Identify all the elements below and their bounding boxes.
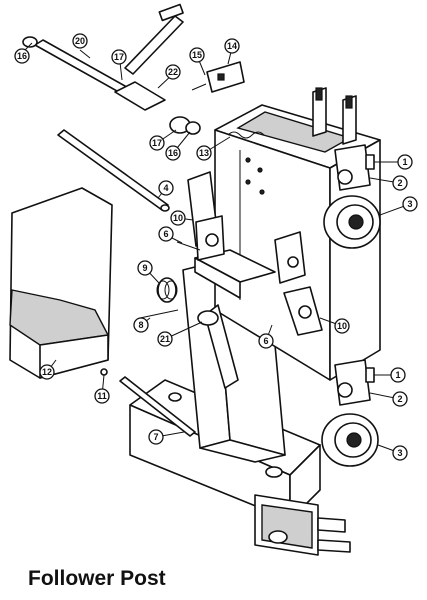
svg-text:7: 7 (153, 432, 158, 442)
svg-text:14: 14 (227, 41, 237, 51)
callout-8: 8 (133, 317, 149, 333)
svg-text:10: 10 (173, 213, 183, 223)
svg-text:11: 11 (97, 391, 107, 401)
callout-10: 10 (334, 318, 350, 334)
callout-17: 17 (111, 49, 127, 65)
callout-6: 6 (158, 226, 174, 242)
svg-text:17: 17 (152, 138, 162, 148)
callout-9: 9 (137, 260, 153, 276)
callout-13: 13 (196, 145, 212, 161)
spring-9 (156, 277, 178, 303)
callout-labels: 16 20 17 22 15 14 17 16 13 1 2 3 4 10 6 … (14, 33, 418, 461)
svg-text:6: 6 (163, 229, 168, 239)
callout-20: 20 (72, 33, 88, 49)
callout-3: 3 (392, 445, 408, 461)
callout-16: 16 (14, 48, 30, 64)
callout-6: 6 (258, 333, 274, 349)
svg-text:13: 13 (199, 148, 209, 158)
callout-1: 1 (397, 154, 413, 170)
bracket-14 (191, 61, 245, 93)
callout-21: 21 (157, 331, 173, 347)
svg-text:16: 16 (168, 148, 178, 158)
callout-3: 3 (402, 196, 418, 212)
svg-text:22: 22 (168, 67, 178, 77)
svg-text:2: 2 (397, 178, 402, 188)
callout-1: 1 (390, 367, 406, 383)
svg-text:21: 21 (160, 334, 170, 344)
cover-12 (9, 187, 113, 379)
callout-10: 10 (170, 210, 186, 226)
rod-7 (119, 376, 196, 437)
svg-text:17: 17 (114, 52, 124, 62)
lower-roller-assembly (321, 359, 379, 467)
callout-7: 7 (148, 429, 164, 445)
callout-11: 11 (94, 388, 110, 404)
callout-12: 12 (39, 364, 55, 380)
spring-13 (227, 131, 265, 139)
diagram-caption: Follower Post (28, 567, 166, 590)
svg-text:16: 16 (17, 51, 27, 61)
upper-roller-assembly (323, 144, 381, 249)
callout-4: 4 (158, 180, 174, 196)
callout-16: 16 (165, 145, 181, 161)
svg-text:1: 1 (402, 157, 407, 167)
callout-22: 22 (165, 64, 181, 80)
callout-2: 2 (392, 175, 408, 191)
pin-6-upper (176, 241, 201, 251)
shaft-4 (57, 129, 170, 212)
svg-text:3: 3 (407, 199, 412, 209)
svg-text:4: 4 (163, 183, 168, 193)
callout-15: 15 (189, 47, 205, 63)
svg-text:20: 20 (75, 36, 85, 46)
bracket-upper-left (187, 171, 225, 261)
bracket-lower-right (274, 231, 323, 336)
callout-17: 17 (149, 135, 165, 151)
svg-text:6: 6 (263, 336, 268, 346)
svg-text:10: 10 (337, 321, 347, 331)
svg-text:8: 8 (138, 320, 143, 330)
pin-8 (139, 309, 179, 319)
callout-14: 14 (224, 38, 240, 54)
callout-2: 2 (392, 391, 408, 407)
svg-text:2: 2 (397, 394, 402, 404)
svg-text:12: 12 (42, 367, 52, 377)
svg-text:15: 15 (192, 50, 202, 60)
svg-text:9: 9 (142, 263, 147, 273)
shaft-20-crank (22, 3, 201, 135)
svg-text:3: 3 (397, 448, 402, 458)
lever-21 (197, 304, 239, 389)
svg-text:1: 1 (395, 370, 400, 380)
